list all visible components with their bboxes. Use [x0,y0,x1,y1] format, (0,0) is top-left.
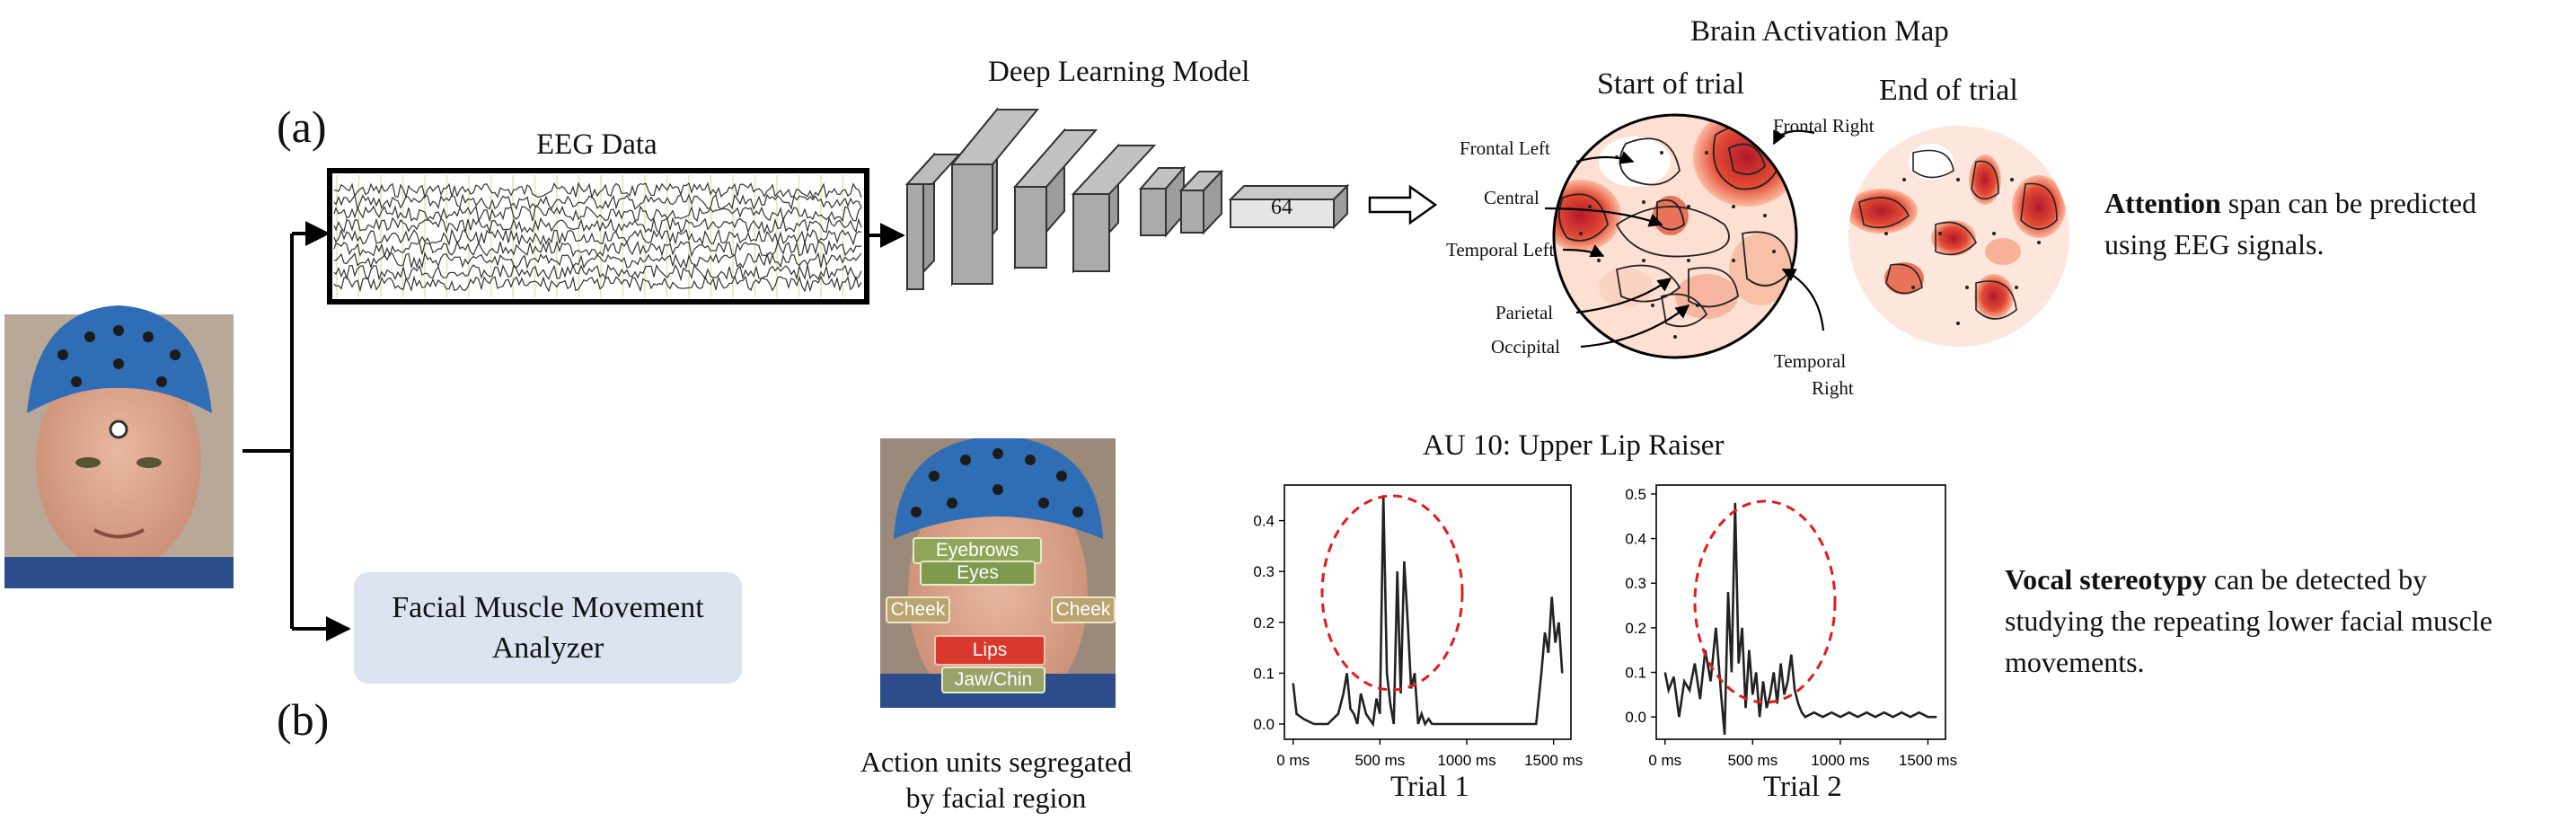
chart-1-y-tick-label: 0.1 [1253,665,1275,682]
vocal-rest: can be detected by [2206,563,2428,596]
eeg-trace [333,181,862,200]
panel-label-b: (b) [277,694,330,745]
vocal-bold: Vocal stereotypy [2005,563,2207,596]
branch-connectors [243,221,351,641]
eeg-trace [333,263,862,282]
analyzer-label-line1: Facial Muscle Movement [392,591,704,624]
region-temporal-left: Temporal Left [1446,239,1555,260]
chart-2-y-tick-label: 0.3 [1625,575,1646,592]
chart-2-highlight-ellipse [1693,499,1837,704]
region-cheek-right-label: Cheek [1051,596,1116,623]
chart-trial-1: 0 ms 500 ms 1000 ms 1500 ms 0.0 0.1 0.2 0.3 0.4 [1253,484,1583,769]
vocal-text: Vocal stereotypy can be detected by [2005,559,2427,600]
eeg-trace [333,193,862,211]
chart-2-y-tick-label: 0.5 [1625,486,1646,503]
au-chart-title: AU 10: Upper Lip Raiser [1423,429,1725,462]
chart-1-x-tick-label: 0 ms [1276,752,1310,769]
attention-text-line2: using EEG signals. [2104,228,2325,260]
hollow-arrow-icon [1368,184,1438,225]
chart-1-y-tick-label: 0.2 [1253,614,1275,631]
chart-1-x-tick-label: 1000 ms [1437,752,1495,769]
chart-2-y-tick-label: 0.4 [1625,531,1646,548]
end-of-trial-label: End of trial [1879,74,2018,107]
chart-1-xlabel: Trial 1 [1390,771,1469,803]
region-parietal: Parietal [1495,302,1554,323]
vocal-text-line2: studying the repeating lower facial musc… [2005,605,2492,637]
chart-1-frame [1284,484,1572,740]
subject-photo [4,305,234,588]
chart-2-y-tick-label: 0.1 [1625,665,1646,682]
eeg-trace [333,252,862,269]
chart-2-xlabel: Trial 2 [1763,771,1842,803]
attention-bold: Attention [2104,187,2221,219]
eeg-trace [333,275,862,293]
face-caption-line1: Action units segregated [860,746,1133,778]
region-eyes-label: Eyes [920,561,1036,586]
region-jaw-label: Jaw/Chin [941,667,1045,693]
attention-text: Attention span can be predicted [2104,182,2476,224]
region-temporal-right-line1: Temporal [1774,350,1847,372]
region-lips-label: Lips [934,635,1045,666]
chart-1-x-tick-label: 500 ms [1354,752,1405,769]
start-of-trial-label: Start of trial [1597,67,1745,101]
region-occipital: Occipital [1491,336,1560,358]
chart-2-y-tick-label: 0.2 [1625,620,1646,637]
chart-1-series-line [1292,495,1564,728]
chart-2-x-tick-label: 1500 ms [1899,752,1957,769]
region-cheek-left-label: Cheek [886,596,950,623]
eeg-data-title: EEG Data [536,128,657,161]
chart-1-highlight-ellipse [1320,494,1464,692]
chart-2-x-tick-label: 0 ms [1648,752,1681,769]
brain-map-end [1848,126,2069,347]
vocal-text-line3: movements. [2005,646,2145,678]
chart-2-x-tick-label: 1000 ms [1811,752,1869,769]
region-frontal-left: Frontal Left [1460,137,1550,159]
face-caption-line2: by facial region [905,781,1087,814]
eeg-trace [333,228,862,246]
facial-muscle-analyzer-box: Facial Muscle Movement Analyzer [354,572,742,684]
chart-2-y-tick-label: 0.0 [1625,709,1646,726]
eeg-trace [333,205,862,223]
dl-output-size: 64 [1271,196,1292,219]
region-central: Central [1484,187,1539,208]
analyzer-label-line2: Analyzer [491,631,604,665]
chart-trial-2: 0 ms 500 ms 1000 ms 1500 ms 0.0 0.1 0.2 0.3 0.4 0… [1625,484,1957,769]
chart-2-frame [1655,484,1946,740]
attention-rest: span can be predicted [2220,187,2477,219]
eeg-data-box [327,168,869,305]
brain-map-title: Brain Activation Map [1690,15,1949,48]
eeg-trace [333,216,862,234]
chart-1-x-tick-label: 1500 ms [1524,752,1583,769]
chart-1-y-tick-label: 0.4 [1253,513,1275,530]
panel-label-a: (a) [277,102,327,152]
region-frontal-right: Frontal Right [1773,115,1875,137]
brain-map-start [1544,113,1825,359]
chart-2-x-tick-label: 500 ms [1727,752,1778,769]
region-temporal-right-line2: Right [1812,377,1854,399]
chart-1-y-tick-label: 0.3 [1253,563,1275,580]
chart-2-series-line [1663,502,1937,736]
deep-learning-title: Deep Learning Model [988,56,1250,88]
chart-1-y-tick-label: 0.0 [1253,716,1275,733]
deep-learning-model [904,107,1350,292]
